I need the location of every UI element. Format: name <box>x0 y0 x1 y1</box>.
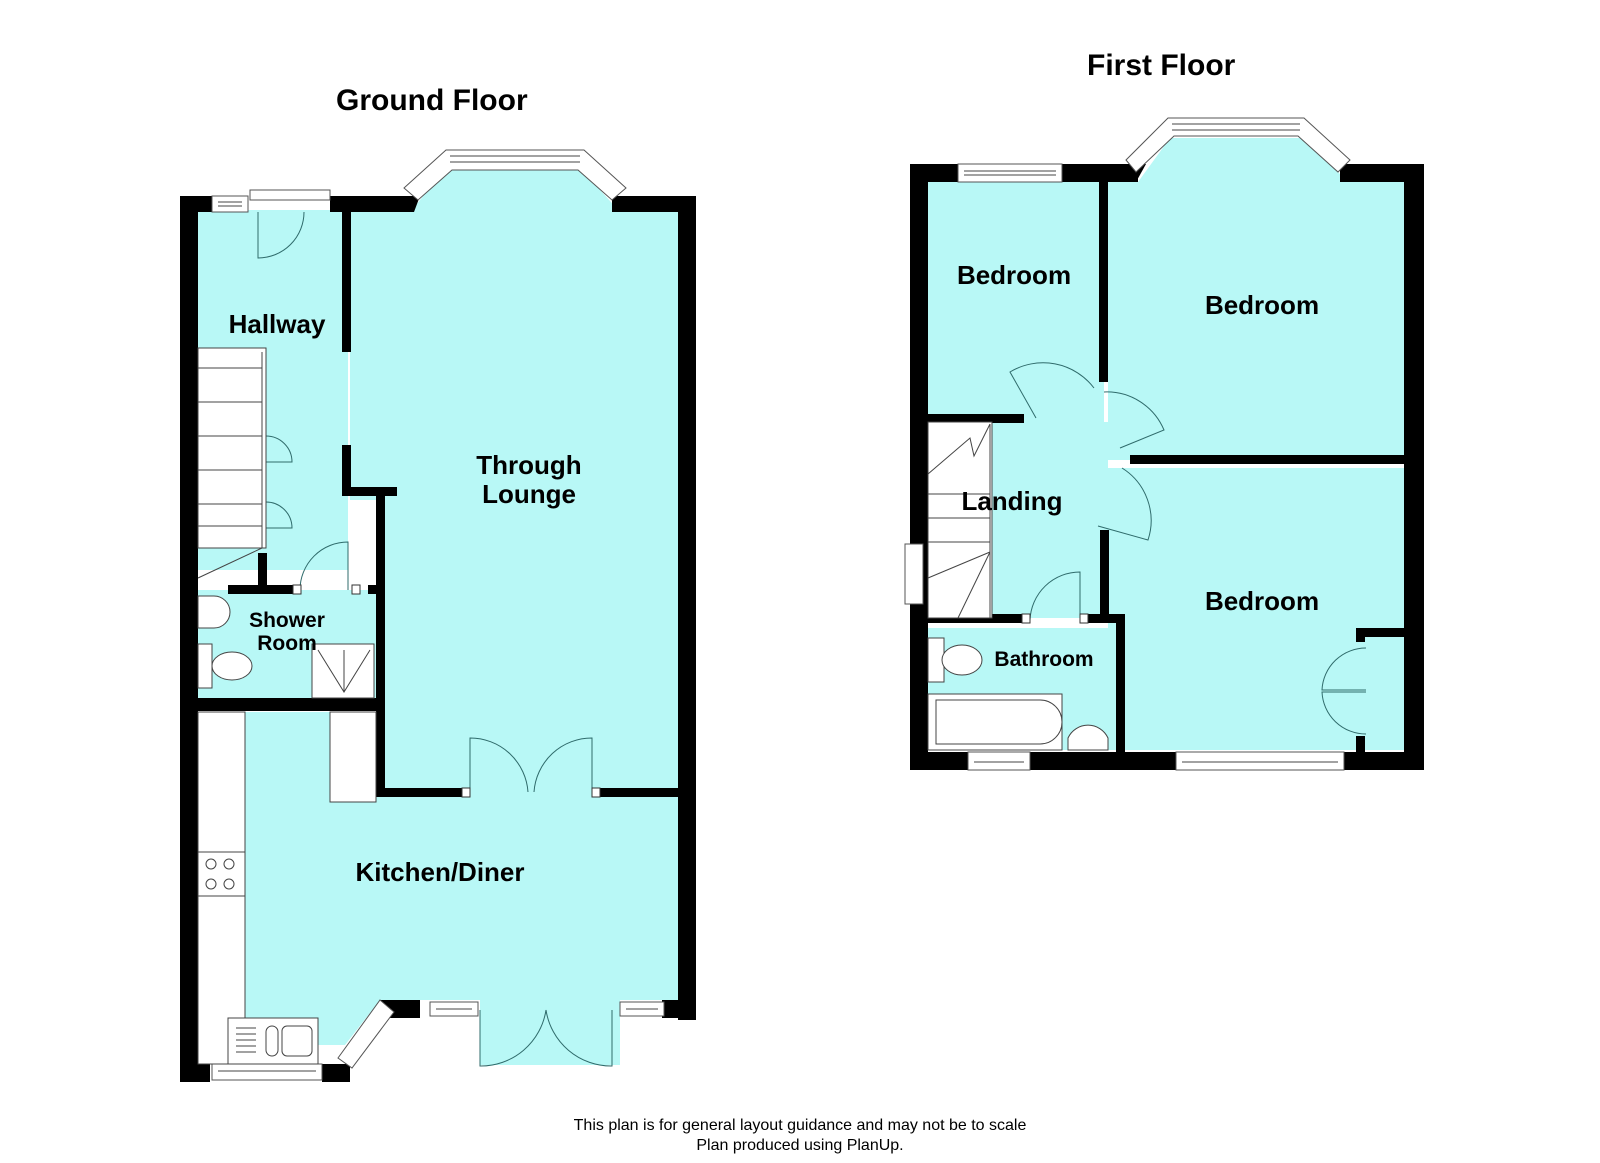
hallway-window <box>211 195 249 213</box>
small-bedroom-area <box>928 182 1104 422</box>
patio-door-right <box>545 1009 613 1067</box>
first-floor-stairs <box>927 421 993 619</box>
shower-room-toilet-icon <box>211 651 253 681</box>
shower-room-toilet-cistern-icon <box>197 643 213 689</box>
wardrobe-door-upper <box>1321 647 1367 691</box>
credit-text: Plan produced using PlanUp. <box>696 1137 904 1154</box>
ground-floor-room-fills <box>198 170 680 1065</box>
hob-icon <box>197 851 246 897</box>
rear-bedroom-door <box>1097 467 1152 541</box>
rear-bedroom-window <box>1175 751 1345 771</box>
understairs-door-2 <box>265 501 293 529</box>
through-lounge-label-line1: Through <box>476 450 581 480</box>
kitchen-diner-label: Kitchen/Diner <box>355 857 524 887</box>
kitchen-angled-window <box>337 999 395 1069</box>
wardrobe-door-lower <box>1321 691 1367 735</box>
ground-floor: Ground Floor <box>180 84 696 1082</box>
hallway-label: Hallway <box>229 309 326 339</box>
lounge-kitchen-door-right <box>533 737 593 793</box>
ground-floor-walls <box>180 196 696 1082</box>
understairs-door-1 <box>265 435 293 463</box>
rear-bedroom-label: Bedroom <box>1205 586 1319 616</box>
bathroom-basin-icon <box>1067 724 1109 751</box>
bath-icon <box>927 693 1063 751</box>
small-bedroom-window <box>957 163 1063 183</box>
rear-bedroom-area <box>1108 468 1404 750</box>
small-bedroom-label: Bedroom <box>957 260 1071 290</box>
through-lounge-area <box>350 170 680 795</box>
shower-room-basin-icon <box>197 595 231 629</box>
kitchen-sink-icon <box>227 1017 319 1065</box>
disclaimer-text: This plan is for general layout guidance… <box>573 1117 1027 1134</box>
small-bedroom-door <box>1009 362 1095 419</box>
shower-tray-icon <box>311 643 375 699</box>
front-bedroom-bay-window <box>1125 117 1351 173</box>
patio-door-swing-area <box>480 1000 620 1065</box>
kitchen-unit-top <box>329 711 377 803</box>
front-bedroom-door <box>1103 391 1165 449</box>
ground-floor-fixtures <box>197 595 377 1065</box>
first-floor: First Floor <box>904 49 1424 771</box>
through-lounge-label-line2: Lounge <box>482 479 576 509</box>
bathroom-door <box>1029 571 1081 621</box>
landing-label: Landing <box>961 486 1062 516</box>
patio-door-left <box>479 1009 547 1067</box>
first-floor-room-fills <box>928 138 1404 750</box>
first-floor-fixtures <box>927 637 1109 751</box>
bathroom-label: Bathroom <box>994 648 1093 671</box>
front-door-frame <box>249 189 331 201</box>
kitchen-rear-window <box>211 1063 323 1081</box>
ground-floor-stairs <box>197 347 267 579</box>
ground-floor-title: Ground Floor <box>336 84 528 117</box>
ground-floor-windows <box>211 149 665 1081</box>
shower-room-door <box>299 541 349 591</box>
shower-room-label-line1: Shower <box>249 609 325 632</box>
first-floor-doors <box>1009 362 1367 735</box>
landing-window <box>904 543 924 605</box>
bathroom-toilet-icon <box>941 644 983 676</box>
front-bedroom-area <box>1108 138 1404 460</box>
ground-floor-doors <box>257 211 613 1067</box>
lounge-kitchen-door-left <box>469 737 529 793</box>
shower-room-label-line2: Room <box>257 632 317 655</box>
first-floor-windows <box>904 117 1351 771</box>
front-bedroom-label: Bedroom <box>1205 290 1319 320</box>
bathroom-window <box>967 751 1031 771</box>
first-floor-title: First Floor <box>1087 49 1236 82</box>
front-door-swing <box>257 211 305 259</box>
